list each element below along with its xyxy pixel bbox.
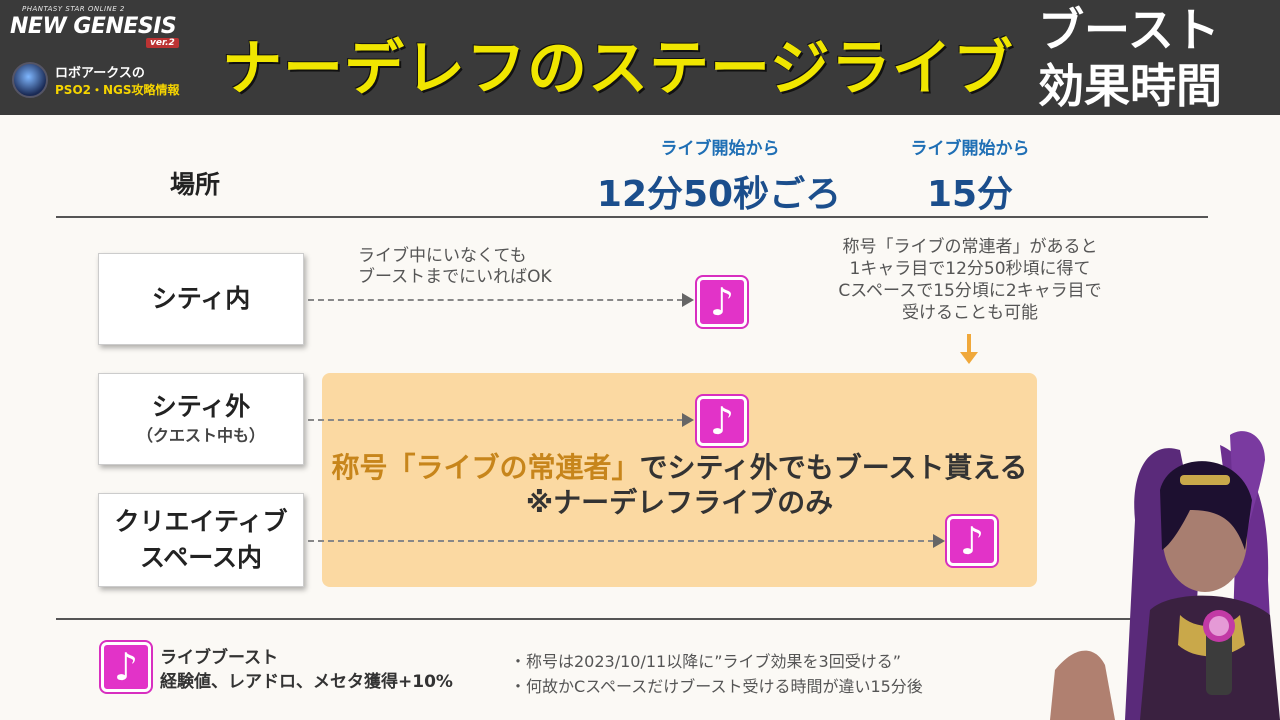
- down-arrow-head-icon: [960, 352, 978, 364]
- game-logo: NEW GENESIS: [10, 14, 177, 39]
- section-title-line1: ブースト: [1038, 3, 1220, 57]
- highlight-message-rest: でシティ外でもブースト貰える: [639, 451, 1028, 484]
- highlight-title-name: 称号「ライブの常連者」: [331, 451, 640, 484]
- row1-arrow-icon: [682, 293, 694, 307]
- row2-arrow-icon: [682, 413, 694, 427]
- title-holder-note: 称号「ライブの常連者」があると 1キャラ目で12分50秒頃に得て Cスペースで1…: [800, 236, 1140, 324]
- music-note-icon: ♪: [697, 396, 747, 446]
- site-avatar-icon: [12, 62, 48, 98]
- row-city-outside-sub: （クエスト中も）: [136, 426, 265, 445]
- highlight-note: ※ナーデレフライブのみ: [525, 486, 834, 519]
- row-city-inside: シティ内: [98, 253, 304, 345]
- title-note-line2: 1キャラ目で12分50秒頃に得て: [849, 259, 1091, 279]
- city-note: ライブ中にいなくても ブーストまでにいればOK: [358, 246, 552, 288]
- city-note-line2: ブーストまでにいればOK: [358, 267, 552, 287]
- legend-text: ライブブースト 経験値、レアドロ、メセタ獲得+10%: [160, 646, 453, 694]
- row-city-outside: シティ外 （クエスト中も）: [98, 373, 304, 465]
- legend-line2: 経験値、レアドロ、メセタ獲得+10%: [160, 672, 453, 692]
- col2-label: ライブ開始から: [910, 139, 1030, 159]
- row2-timeline: [308, 419, 683, 421]
- footnote-2: ・何故かCスペースだけブースト受ける時間が違い15分後: [510, 677, 923, 696]
- title-note-line1: 称号「ライブの常連者」があると: [842, 237, 1098, 257]
- row1-timeline: [308, 299, 683, 301]
- logo-version-badge: ver.2: [146, 38, 179, 48]
- header-divider: [56, 216, 1208, 218]
- music-note-icon: ♪: [947, 516, 997, 566]
- row-city-outside-label: シティ外: [151, 392, 251, 421]
- col2-value: 15分: [926, 174, 1014, 215]
- city-note-line1: ライブ中にいなくても: [358, 246, 527, 266]
- title-note-line4: 受けることも可能: [902, 303, 1038, 323]
- footnote-1: ・称号は2023/10/11以降に”ライブ効果を3回受ける”: [510, 652, 901, 671]
- highlight-message: 称号「ライブの常連者」でシティ外でもブースト貰える: [322, 446, 1037, 486]
- row3-timeline: [308, 540, 934, 542]
- row-creative-space: クリエイティブ スペース内: [98, 493, 304, 587]
- section-title: ブースト 効果時間: [1038, 2, 1222, 114]
- col1-value: 12分50秒ごろ: [596, 174, 842, 215]
- row-city-inside-label: シティ内: [151, 284, 251, 313]
- highlight-panel: [322, 373, 1037, 587]
- col1-label: ライブ開始から: [660, 139, 780, 159]
- footer-divider: [56, 618, 1208, 620]
- site-name: ロボアークスの: [55, 66, 145, 81]
- row-creative-space-label1: クリエイティブ: [114, 507, 288, 536]
- legend-line1: ライブブースト: [160, 648, 279, 668]
- character-illustration: [1050, 431, 1280, 720]
- header-bar: PHANTASY STAR ONLINE 2 NEW GENESIS ver.2…: [0, 0, 1280, 115]
- legend-music-note-icon: ♪: [101, 642, 151, 692]
- logo-subtitle: PHANTASY STAR ONLINE 2: [22, 5, 125, 13]
- down-arrow-icon: [967, 334, 971, 354]
- footnotes: ・称号は2023/10/11以降に”ライブ効果を3回受ける” ・何故かCスペース…: [510, 649, 923, 699]
- section-title-line2: 効果時間: [1038, 59, 1222, 113]
- title-note-line3: Cスペースで15分頃に2キャラ目で: [838, 281, 1102, 301]
- site-tagline: PSO2・NGS攻略情報: [55, 83, 180, 97]
- row-creative-space-label2: スペース内: [139, 543, 262, 572]
- music-note-icon: ♪: [697, 277, 747, 327]
- row3-arrow-icon: [933, 534, 945, 548]
- page-title: ナーデレフのステージライブ: [222, 34, 1014, 104]
- place-column-label: 場所: [170, 170, 221, 199]
